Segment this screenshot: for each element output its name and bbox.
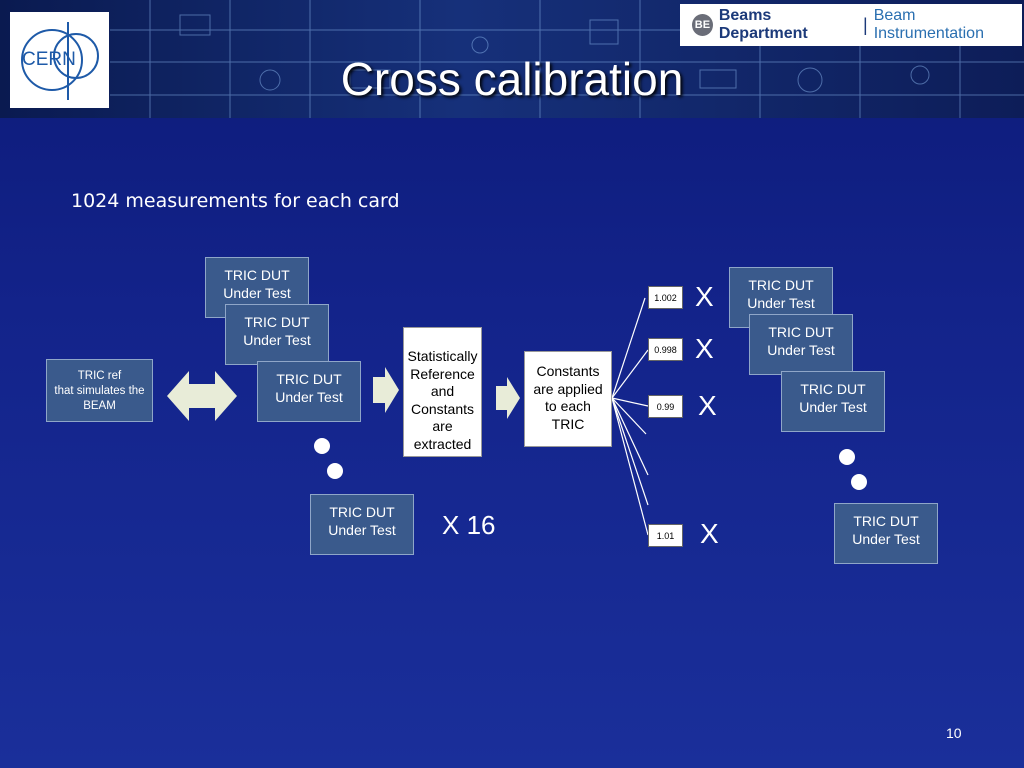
constants-applied-box: Constants are applied to each TRIC	[524, 351, 612, 447]
header-banner: CERN BE Beams Department | Beam Instrume…	[0, 0, 1024, 118]
slide-subtitle: 1024 measurements for each card	[71, 190, 400, 212]
constant-value: 0.998	[648, 338, 683, 361]
statistics-box: Statistically Reference and Constants ar…	[403, 327, 482, 457]
slide-title: Cross calibration	[340, 53, 684, 105]
flow-arrow	[496, 377, 520, 419]
constant-value: 0.99	[648, 395, 683, 418]
group-name: Beam Instrumentation	[873, 7, 984, 42]
department-name: Beams Department	[718, 7, 808, 42]
cern-logo: CERN	[10, 12, 109, 108]
svg-text:CERN: CERN	[22, 49, 76, 70]
constant-value: 1.01	[648, 524, 683, 547]
multiply-mark: X	[695, 281, 714, 312]
multiply-mark: X	[695, 333, 714, 364]
multiply-mark: X	[700, 518, 719, 549]
ellipsis-dot	[327, 463, 343, 479]
flow-arrow	[373, 367, 399, 413]
tric-ref-box: TRIC ref that simulates the BEAM	[46, 359, 153, 422]
page-number: 10	[946, 725, 962, 741]
ellipsis-dot	[314, 438, 330, 454]
ellipsis-dot	[839, 449, 855, 465]
multiply-mark: X	[698, 390, 717, 421]
multiplier-label: X 16	[442, 510, 496, 540]
constant-value: 1.002	[648, 286, 683, 309]
double-arrow	[167, 371, 237, 421]
ellipsis-dot	[851, 474, 867, 490]
beams-department-banner: BE Beams Department | Beam Instrumentati…	[680, 4, 1022, 46]
circuit-background	[110, 0, 1024, 118]
department-separator: |	[863, 14, 868, 35]
be-badge: BE	[692, 14, 713, 36]
